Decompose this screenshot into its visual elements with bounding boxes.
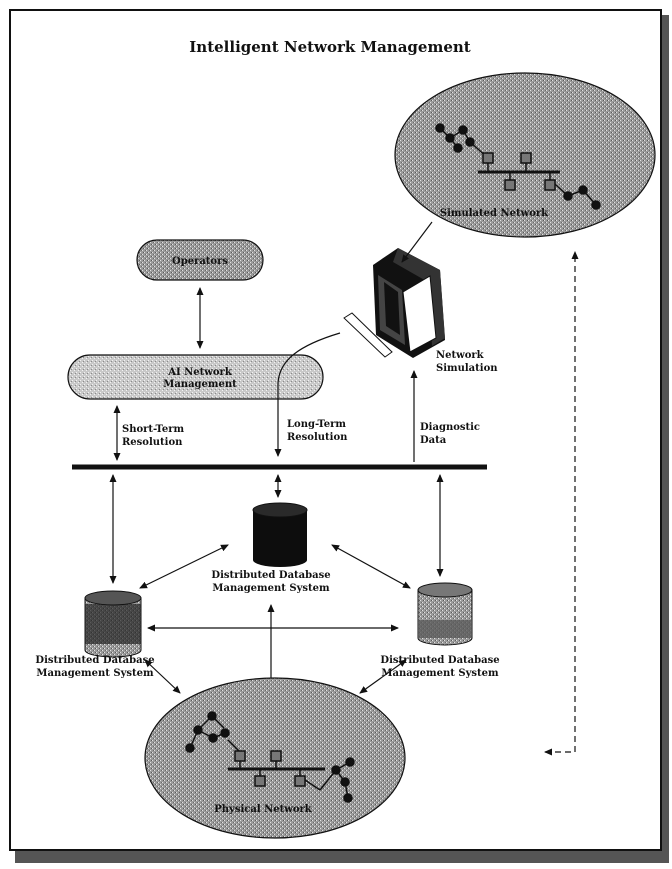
ai-network-management-label-line2: Management: [163, 379, 237, 390]
arrow-right-db-physical: [359, 659, 407, 694]
short-term-resolution-label-line2: Resolution: [122, 437, 183, 448]
left-database-cylinder: [84, 590, 142, 658]
physical-network-label: Physical Network: [214, 804, 313, 815]
arrow-long-term: [274, 332, 341, 457]
network-simulation-label-line2: Simulation: [436, 363, 498, 374]
arrow-physical-simnet-dashed: [544, 251, 579, 756]
diagram-title: Intelligent Network Management: [189, 38, 470, 56]
operators-node: Operators: [136, 239, 264, 281]
arrow-center-right-db: [331, 544, 411, 589]
right-database-label-line1: Distributed Database: [380, 655, 499, 666]
network-simulation-label-line1: Network: [436, 350, 485, 361]
diagnostic-data-label-line2: Data: [420, 435, 447, 446]
ai-network-management-pill: [67, 354, 324, 400]
center-database-cylinder: [252, 502, 308, 567]
center-database-label-line2: Management System: [212, 583, 330, 594]
arrow-center-left-db: [139, 544, 229, 589]
arrow-left-db-physical: [144, 659, 181, 694]
simulated-network: Simulated Network: [394, 72, 656, 238]
computer-monitor-icon: [343, 248, 445, 358]
ai-network-management-label-line1: AI Network: [167, 367, 233, 378]
diagnostic-data-label-line1: Diagnostic: [420, 422, 480, 433]
simulated-network-topology-icon: [435, 123, 601, 210]
ai-network-management-node: AI Network Management: [67, 354, 324, 400]
operators-label: Operators: [172, 256, 228, 267]
physical-network: Physical Network: [144, 677, 406, 839]
connectors: [109, 221, 579, 756]
left-database-label-line1: Distributed Database: [35, 655, 154, 666]
left-database-label-line2: Management System: [36, 668, 154, 679]
operators-pill: [136, 239, 264, 281]
long-term-resolution-label-line2: Resolution: [287, 432, 348, 443]
physical-network-topology-icon: [185, 711, 355, 803]
simulated-network-label: Simulated Network: [440, 208, 549, 219]
right-database-cylinder: [417, 582, 473, 646]
short-term-resolution-label-line1: Short-Term: [122, 424, 184, 435]
center-database-label-line1: Distributed Database: [211, 570, 330, 581]
long-term-resolution-label-line1: Long-Term: [287, 419, 346, 430]
right-database-label-line2: Management System: [381, 668, 499, 679]
arrow-simnet-monitor: [401, 221, 433, 263]
